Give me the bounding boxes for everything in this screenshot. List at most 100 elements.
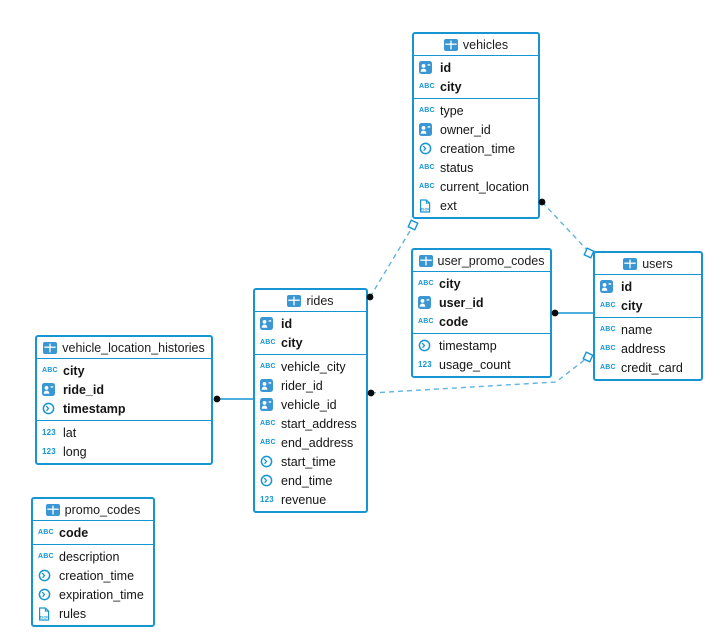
column-name: description (59, 549, 120, 564)
uuid-type-icon (600, 280, 621, 293)
column-name: start_address (281, 416, 357, 431)
table-name: vehicle_location_histories (62, 340, 205, 355)
table-header[interactable]: promo_codes (33, 499, 153, 521)
table-name: users (642, 256, 673, 271)
uuid-type-icon (418, 296, 439, 309)
table-header[interactable]: users (595, 253, 701, 275)
column-name: rules (59, 606, 87, 621)
abc-type-icon: ABC (42, 367, 58, 374)
column-name: expiration_time (59, 587, 144, 602)
column-name: user_id (439, 295, 484, 310)
table-icon (287, 294, 302, 307)
table-header[interactable]: vehicle_location_histories (37, 337, 211, 359)
table-name: rides (306, 293, 334, 308)
abc-type-icon: ABC (418, 280, 434, 287)
abc-type-icon: ABC (600, 302, 616, 309)
table-icon (45, 503, 60, 516)
uuid-type-icon (419, 123, 440, 136)
column-name: end_time (281, 473, 333, 488)
abc-type-icon: ABC (600, 326, 616, 333)
abc-type-icon: ABC (260, 339, 276, 346)
column-name: code (59, 525, 89, 540)
timestamp-type-icon (38, 569, 59, 582)
json-type-icon: JSON (419, 198, 440, 213)
column-row-id: id (414, 58, 538, 77)
column-name: city (439, 276, 461, 291)
column-row-creation_time: creation_time (414, 139, 538, 158)
column-row-city: ABC city (37, 361, 211, 380)
timestamp-type-icon (42, 402, 63, 415)
table-header[interactable]: user_promo_codes (413, 250, 550, 272)
column-name: current_location (440, 179, 529, 194)
column-name: ext (440, 198, 457, 213)
column-row-type: ABC type (414, 101, 538, 120)
column-row-city: ABC city (255, 333, 366, 352)
relationship-endpoint-dot (367, 389, 375, 397)
column-row-ride_id: ride_id (37, 380, 211, 399)
column-row-end_address: ABC end_address (255, 433, 366, 452)
column-name: city (440, 79, 462, 94)
column-name: city (63, 363, 85, 378)
column-name: credit_card (621, 360, 683, 375)
column-name: type (440, 103, 464, 118)
column-name: owner_id (440, 122, 491, 137)
table-header[interactable]: rides (255, 290, 366, 312)
column-name: id (440, 60, 452, 75)
table-name: user_promo_codes (437, 253, 545, 268)
number-type-icon: 123 (42, 428, 56, 437)
abc-type-icon: ABC (419, 164, 435, 171)
column-name: status (440, 160, 474, 175)
column-name: city (281, 335, 303, 350)
column-name: creation_time (440, 141, 516, 156)
number-type-icon: 123 (418, 360, 432, 369)
relationship-endpoint-dot (213, 395, 221, 403)
table-icon (443, 38, 458, 51)
relationship-rides-to-vehicles (369, 225, 414, 298)
column-name: start_time (281, 454, 336, 469)
abc-type-icon: ABC (419, 107, 435, 114)
column-row-id: id (255, 314, 366, 333)
column-name: end_address (281, 435, 354, 450)
table-name: vehicles (462, 37, 509, 52)
abc-type-icon: ABC (418, 318, 434, 325)
column-row-lat: 123 lat (37, 423, 211, 442)
number-type-icon: 123 (260, 495, 274, 504)
uuid-type-icon (260, 398, 281, 411)
timestamp-type-icon (419, 142, 440, 155)
table-header[interactable]: vehicles (414, 34, 538, 56)
uuid-type-icon (419, 61, 440, 74)
abc-type-icon: ABC (260, 439, 276, 446)
relationship-endpoint-square (407, 219, 419, 231)
table-icon (418, 254, 433, 267)
column-name: lat (63, 425, 77, 440)
relationship-vehicles-to-users (541, 201, 590, 253)
table-name: promo_codes (64, 502, 141, 517)
column-name: code (439, 314, 469, 329)
column-name: name (621, 322, 653, 337)
column-name: vehicle_id (281, 397, 337, 412)
column-row-code: ABC code (413, 312, 550, 331)
